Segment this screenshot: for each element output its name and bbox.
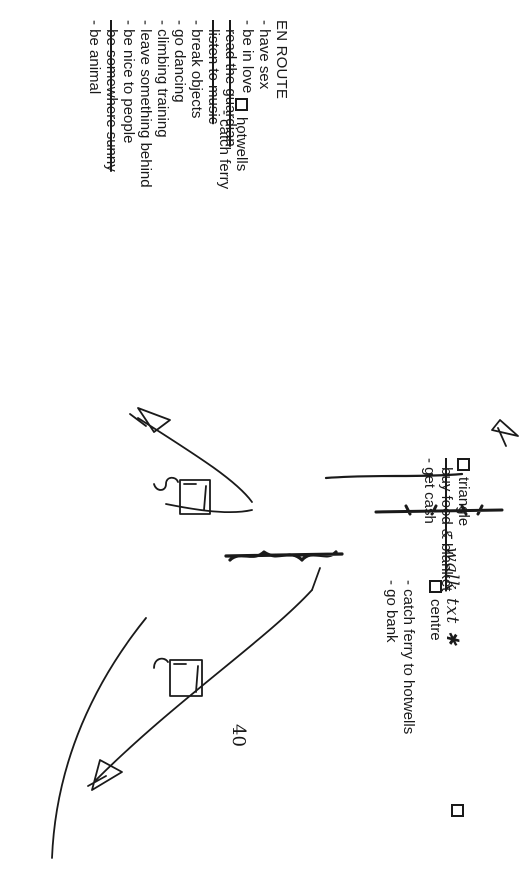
scribbled-line (374, 504, 504, 516)
right-arrow (95, 589, 313, 781)
box-sketch-2 (169, 659, 203, 697)
right-arrow-tail (311, 567, 321, 591)
loop-sketch-2 (153, 657, 169, 669)
left-arrow-base (165, 503, 253, 514)
right-arrow-head (87, 759, 123, 791)
left-arrow-head (129, 407, 171, 433)
crossout-stroke (324, 472, 464, 480)
small-triangle-mark (491, 419, 519, 447)
box-sketch-1 (179, 479, 211, 515)
bottom-curve (51, 617, 147, 859)
loop-sketch-1 (153, 476, 179, 491)
scribbled-word (224, 550, 344, 562)
